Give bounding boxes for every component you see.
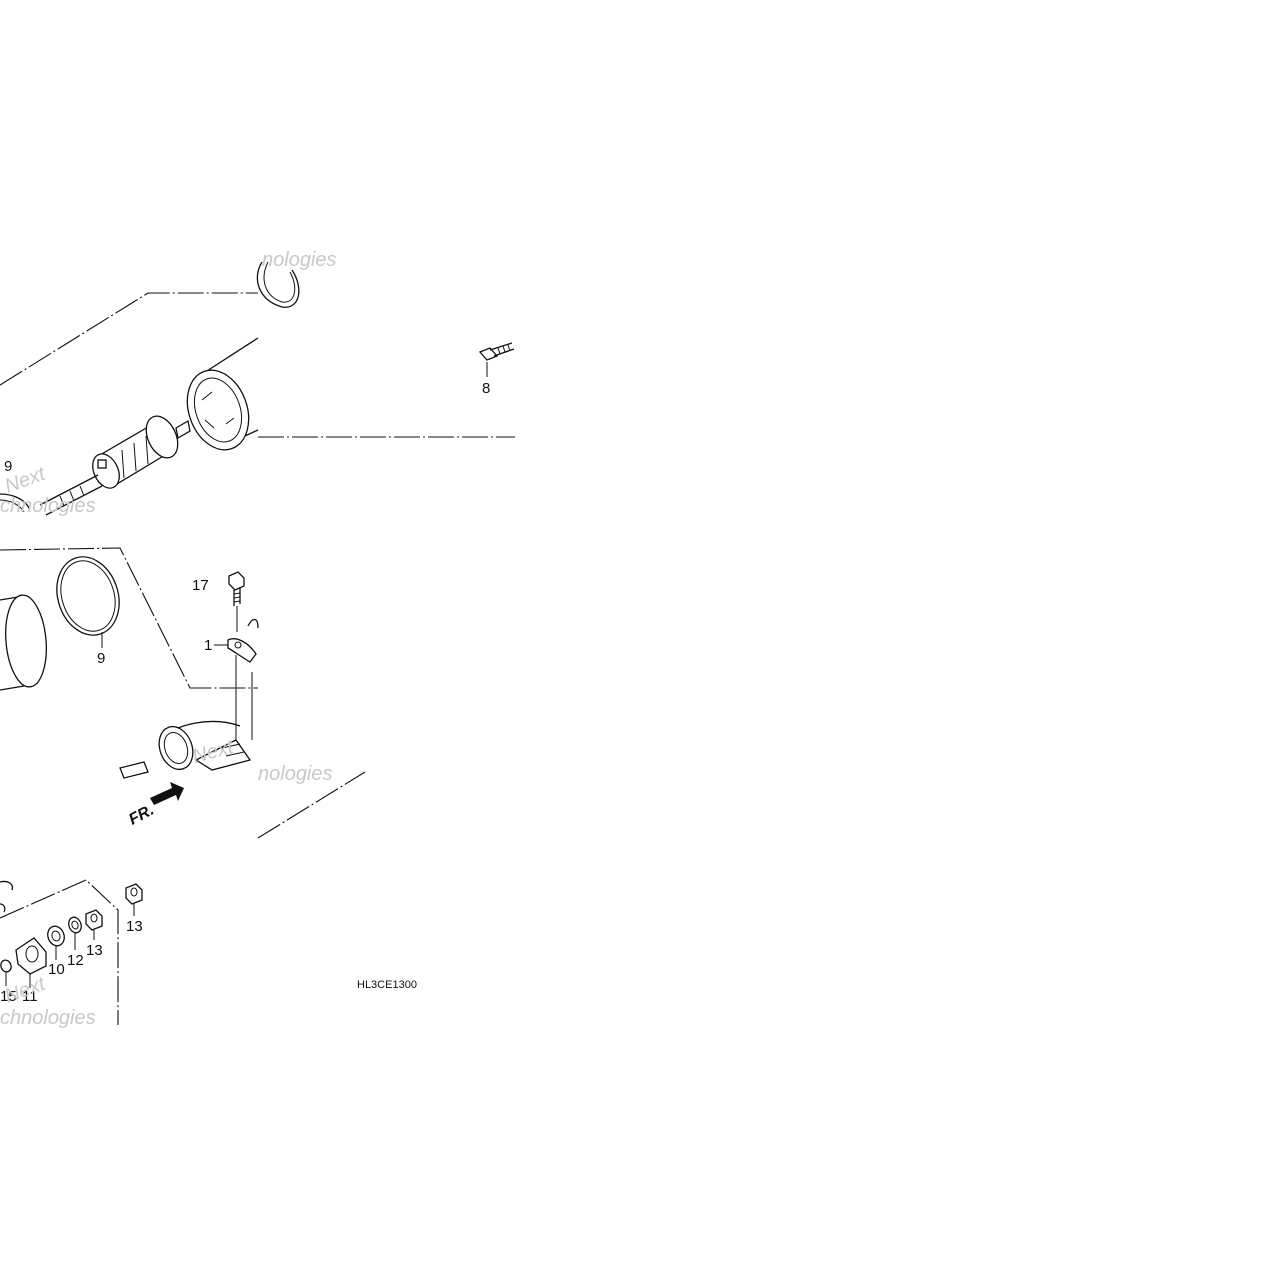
armature <box>39 415 191 516</box>
front-arrow: FR. <box>126 782 184 829</box>
upper-panel <box>0 261 515 516</box>
callout-1: 1 <box>204 637 212 654</box>
callout-8: 8 <box>482 380 490 397</box>
terminal-1 <box>214 618 259 740</box>
watermark-text-7: chnologies <box>0 1007 96 1029</box>
lower-panel <box>0 879 143 1025</box>
watermark-text-5: nologies <box>258 763 333 785</box>
callout-9-middle: 9 <box>97 650 105 667</box>
o-ring-left <box>0 493 31 513</box>
end-cover <box>119 720 252 779</box>
washer-15 <box>0 959 12 986</box>
watermark: nologies Next chnologies Next nologies N… <box>0 249 337 1029</box>
watermark-text-1: nologies <box>262 249 337 271</box>
o-ring-top <box>256 261 300 308</box>
callout-13-inner: 13 <box>86 942 103 959</box>
small-parts-edge <box>0 880 14 913</box>
motor-case <box>0 594 47 691</box>
yoke-housing <box>186 337 259 451</box>
o-ring-9 <box>56 556 120 648</box>
diagram-code: HL3CE1300 <box>357 979 417 991</box>
washer-10 <box>47 925 65 960</box>
callout-17: 17 <box>192 577 209 594</box>
callout-15: 15 <box>0 988 17 1005</box>
callout-12: 12 <box>67 952 84 969</box>
callout-11: 11 <box>22 988 38 1005</box>
callout-9-upper: 9 <box>4 458 12 475</box>
front-label: FR. <box>126 802 157 829</box>
bracket-11 <box>15 937 47 988</box>
washer-12 <box>68 916 82 950</box>
middle-panel: FR. <box>0 547 366 839</box>
watermark-text-4: Next <box>190 736 237 768</box>
watermark-text-3: chnologies <box>0 495 96 517</box>
nut-13-outer <box>125 883 143 916</box>
bolt-8 <box>478 342 515 377</box>
bolt-17 <box>228 571 245 632</box>
callout-10: 10 <box>48 961 65 978</box>
nut-13-inner <box>85 909 103 940</box>
callout-13-outer: 13 <box>126 918 143 935</box>
